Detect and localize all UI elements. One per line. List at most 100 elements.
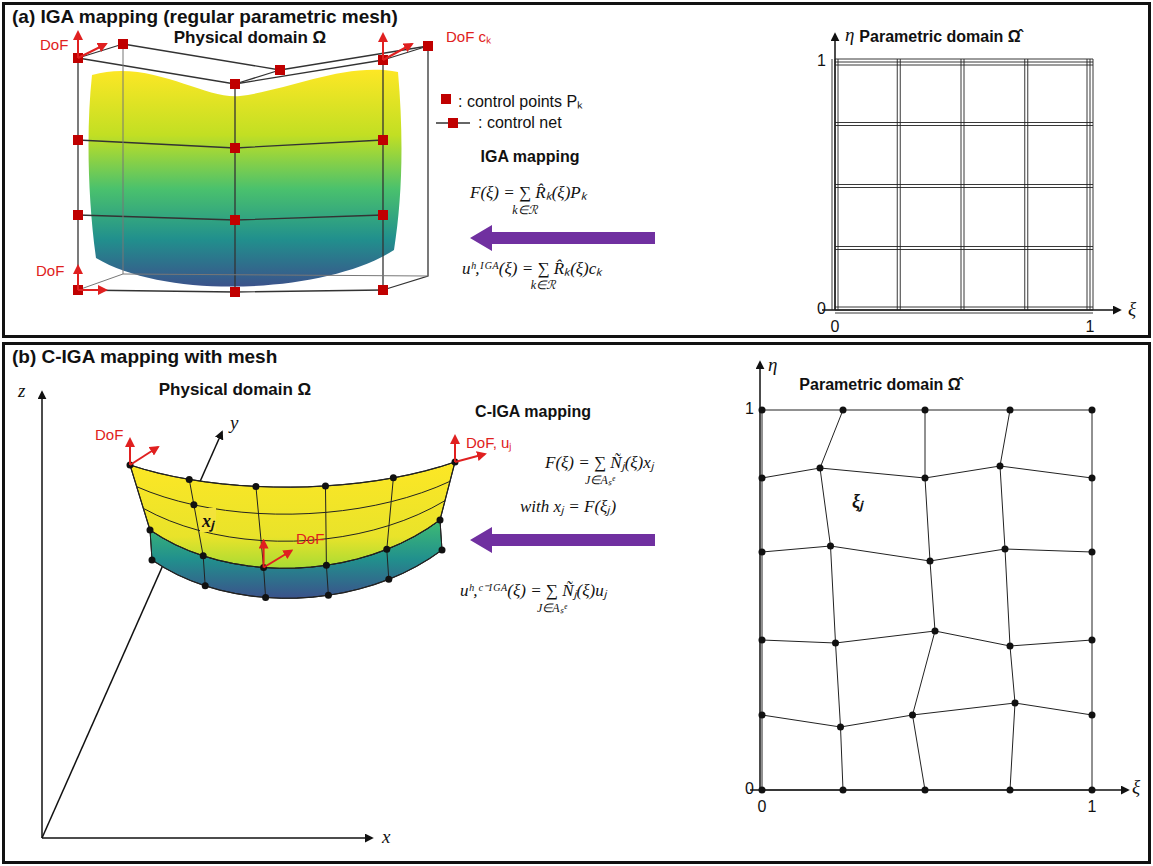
tick-label: 0 bbox=[831, 318, 840, 336]
mapping-title: Parametric domain Ω̂ bbox=[799, 376, 960, 394]
formula: with xⱼ = F(ξⱼ) bbox=[520, 494, 616, 517]
sum-index: k∈ℛ bbox=[531, 278, 556, 293]
dof-arrow bbox=[77, 266, 79, 290]
mesh-node bbox=[262, 594, 269, 601]
mesh-node bbox=[1007, 407, 1014, 414]
knot-line bbox=[835, 313, 1093, 314]
dof-arrow bbox=[382, 34, 384, 60]
mapping-title: Parametric domain Ω̂ bbox=[859, 28, 1020, 46]
drawing bbox=[42, 32, 1128, 838]
dof-label: DoF bbox=[95, 426, 123, 443]
knot-line bbox=[835, 310, 1093, 311]
mesh-node bbox=[1089, 787, 1096, 794]
control-point bbox=[378, 210, 388, 220]
mesh-node bbox=[837, 724, 844, 731]
dof-arrow bbox=[454, 436, 456, 462]
point-label: xⱼ bbox=[200, 508, 216, 532]
mesh-line bbox=[189, 479, 205, 585]
mesh-node bbox=[997, 463, 1004, 470]
control-net bbox=[382, 60, 383, 290]
mesh-node bbox=[322, 482, 329, 489]
knot-line bbox=[1093, 59, 1094, 310]
surface bbox=[89, 70, 402, 287]
panel-title: (b) C-IGA mapping with mesh bbox=[12, 346, 277, 368]
mesh-node bbox=[186, 476, 193, 483]
control-point bbox=[73, 210, 83, 220]
axis-label: z bbox=[18, 380, 25, 402]
dof-arrow bbox=[383, 44, 412, 60]
mesh-node bbox=[909, 712, 916, 719]
eta-axis bbox=[759, 362, 761, 792]
legend-point-symbol bbox=[441, 94, 451, 104]
mapping-title: IGA mapping bbox=[481, 148, 580, 166]
mesh-line bbox=[152, 550, 442, 598]
panel: (b) C-IGA mapping with mesh bbox=[2, 342, 1151, 864]
formula: uʰ,ᴵᴳᴬ(ξ) = ∑ R̂ₖ(ξ)cₖ bbox=[462, 256, 602, 279]
formula: F(ξ) = ∑ R̂ₖ(ξ)Pₖ bbox=[470, 180, 587, 203]
control-net bbox=[383, 46, 428, 290]
dof-label: DoF bbox=[40, 36, 68, 53]
mesh-node bbox=[759, 637, 766, 644]
legend-net-symbol bbox=[448, 118, 458, 128]
dof-arrow bbox=[78, 44, 106, 58]
mesh-node bbox=[759, 549, 766, 556]
mesh-node bbox=[190, 501, 197, 508]
mesh-node bbox=[385, 576, 392, 583]
mesh-line bbox=[150, 520, 440, 568]
mesh-line bbox=[762, 410, 763, 790]
mesh-node bbox=[922, 407, 929, 414]
control-net bbox=[234, 84, 235, 292]
mesh-node bbox=[1012, 700, 1019, 707]
dof-arrow bbox=[455, 454, 485, 462]
surface-top bbox=[130, 462, 455, 568]
mesh-node bbox=[840, 787, 847, 794]
knot-line bbox=[1090, 59, 1091, 310]
mesh-node bbox=[1089, 475, 1096, 482]
dof-label: DoF bbox=[36, 262, 64, 279]
knot-line bbox=[835, 249, 1093, 250]
knot-line bbox=[1027, 59, 1028, 310]
mesh-node bbox=[149, 557, 156, 564]
control-point bbox=[423, 41, 433, 51]
formula: uʰ,ᶜ⁻ᴵᴳᴬ(ξ) = ∑ Ñⱼ(ξ)uⱼ bbox=[460, 578, 607, 601]
control-point bbox=[73, 135, 83, 145]
mesh-node bbox=[147, 527, 154, 534]
control-net bbox=[235, 70, 280, 84]
xi-axis bbox=[822, 309, 1120, 311]
legend-text: : control points Pₖ bbox=[458, 90, 583, 112]
mesh-node bbox=[1007, 643, 1014, 650]
knot-line bbox=[1087, 59, 1088, 310]
mesh-node bbox=[827, 543, 834, 550]
mesh-line bbox=[130, 462, 455, 487]
dof-arrow bbox=[130, 447, 158, 465]
mesh-line bbox=[1092, 410, 1093, 790]
mesh-line bbox=[440, 462, 455, 550]
knot-line bbox=[835, 187, 1093, 188]
dof-arrow bbox=[264, 551, 292, 568]
mesh-node bbox=[1089, 637, 1096, 644]
mesh-node bbox=[759, 787, 766, 794]
mesh-line bbox=[762, 546, 1092, 561]
knot-line bbox=[1024, 59, 1025, 310]
mesh-node bbox=[323, 562, 330, 569]
mapping-arrow bbox=[470, 527, 655, 553]
sum-index: J∈Aₛᵉ bbox=[537, 599, 567, 616]
point-label: ξⱼ bbox=[850, 488, 865, 512]
tick-label: 1 bbox=[745, 400, 754, 418]
knot-line bbox=[964, 59, 965, 310]
axis-label: ξ bbox=[1132, 776, 1140, 798]
mesh-node bbox=[325, 592, 332, 599]
control-net bbox=[123, 44, 124, 274]
mesh-node bbox=[817, 465, 824, 472]
tick-label: 0 bbox=[817, 300, 826, 318]
mesh-node bbox=[759, 712, 766, 719]
axis-label: η bbox=[845, 24, 854, 46]
axis-label: η bbox=[768, 354, 777, 376]
mesh-node bbox=[932, 628, 939, 635]
control-point bbox=[230, 79, 240, 89]
mesh-node bbox=[922, 475, 929, 482]
mesh-node bbox=[390, 474, 397, 481]
axis-label: ξ bbox=[1128, 298, 1136, 320]
domain-title: Physical domain Ω bbox=[159, 380, 312, 400]
mesh-node bbox=[759, 407, 766, 414]
